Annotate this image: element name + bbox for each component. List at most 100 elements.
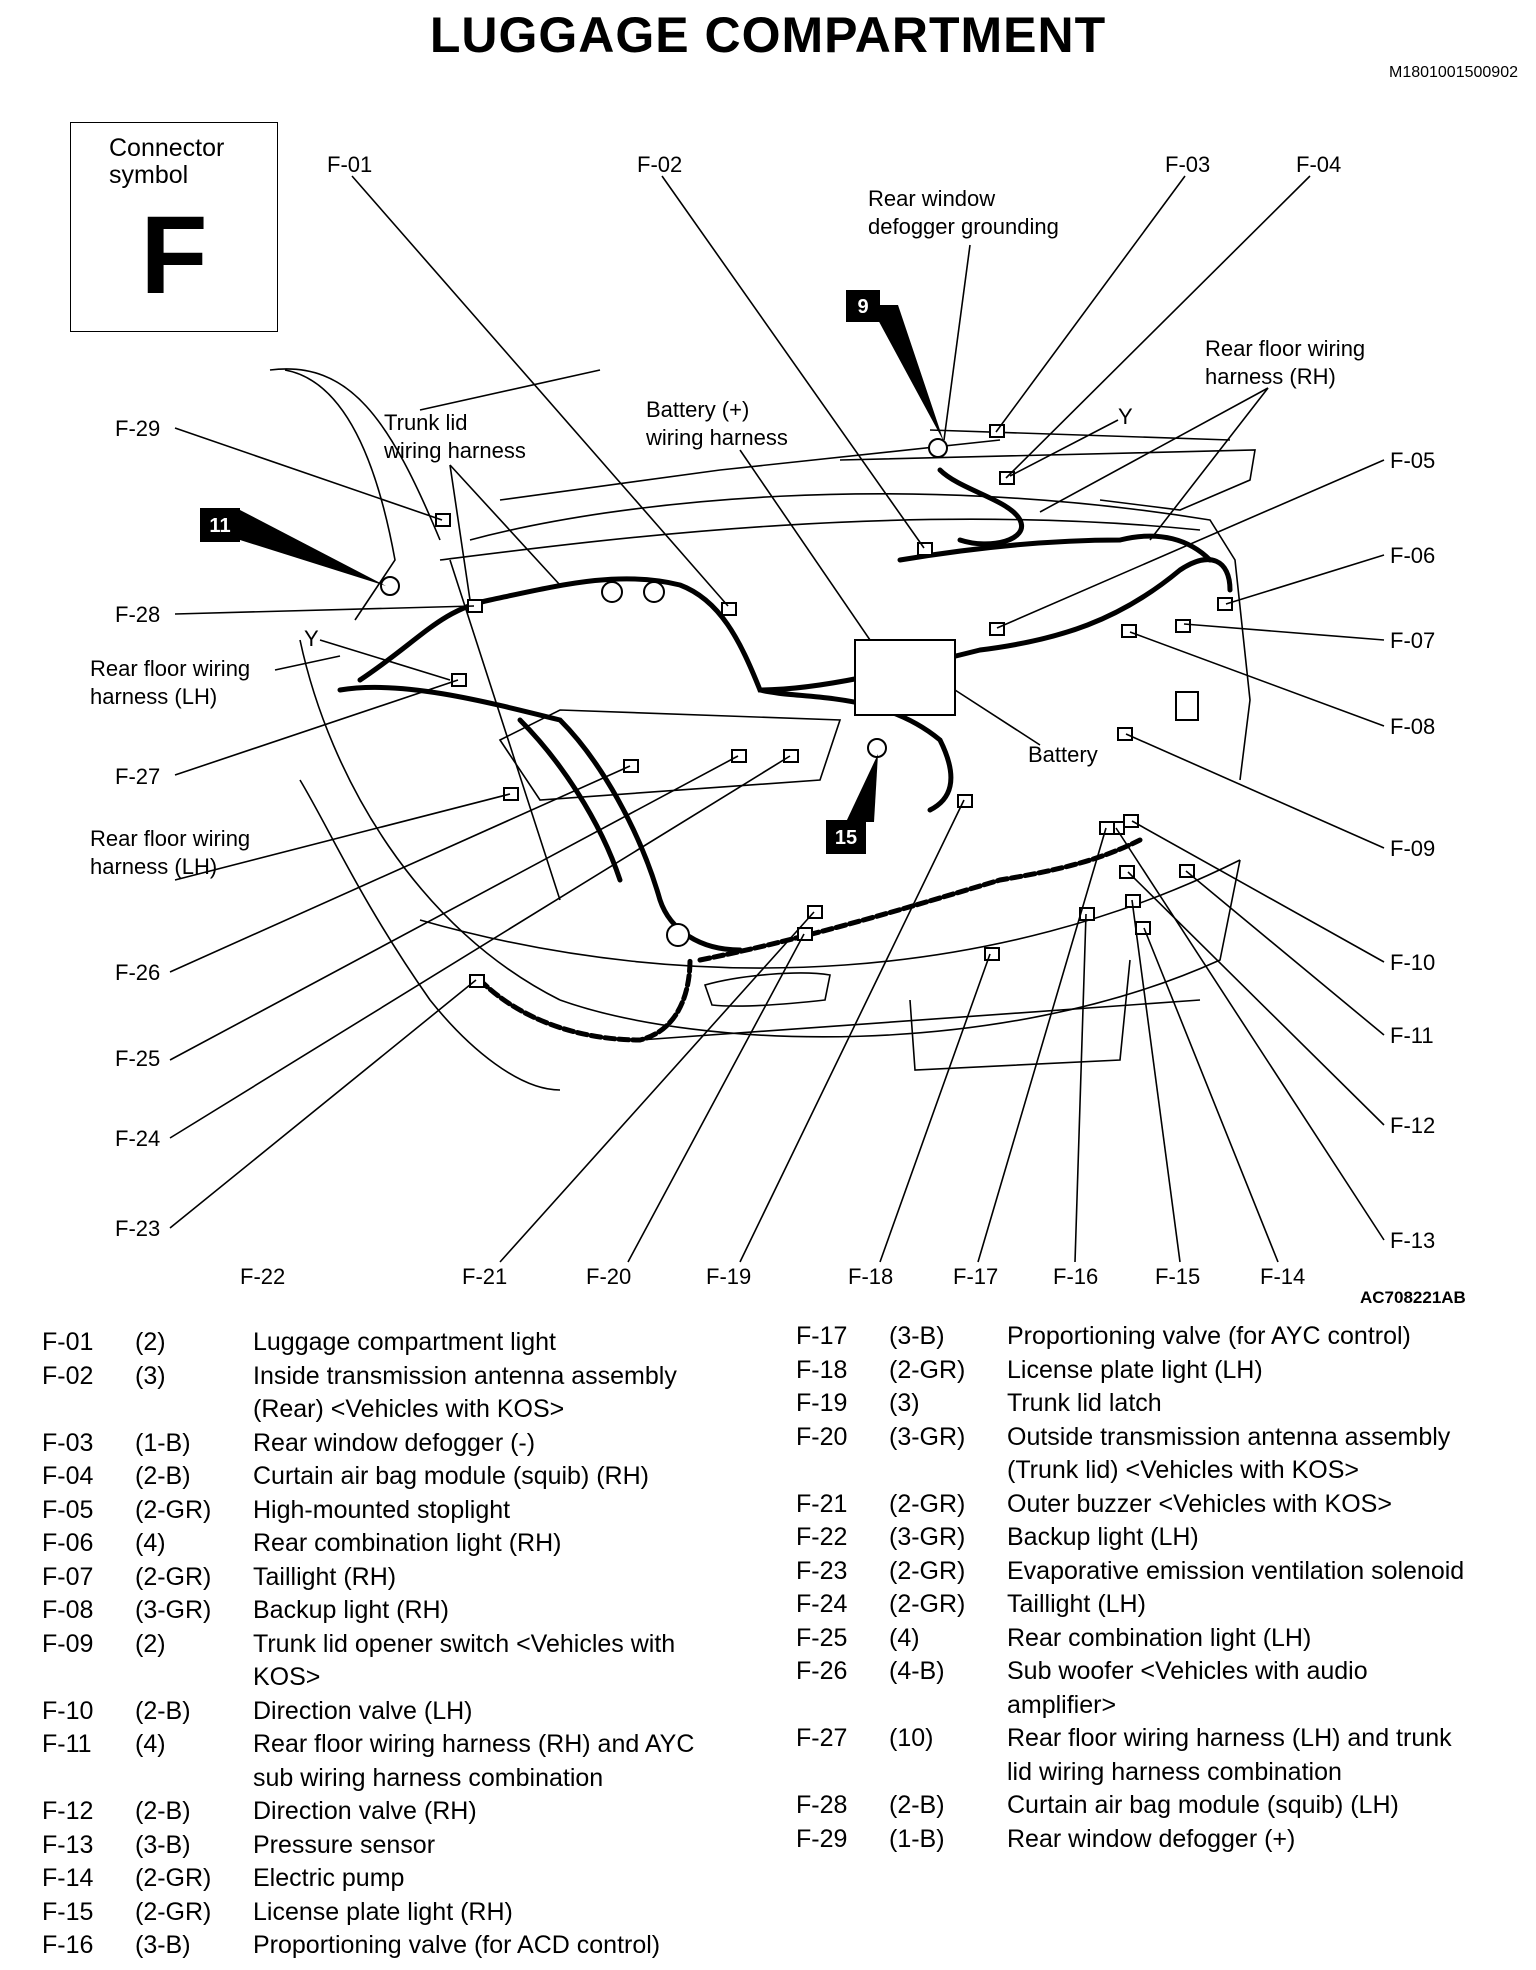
legend-row: F-17(3-B)Proportioning valve (for AYC co… (796, 1320, 1496, 1354)
label-f21: F-21 (462, 1264, 507, 1289)
connector-f25 (623, 759, 639, 773)
leader-f16 (1074, 913, 1087, 1263)
legend-code: F-15 (42, 1897, 94, 1926)
connector-symbol-box: Connector symbol F (70, 122, 278, 332)
legend-row: F-11(4)Rear floor wiring harness (RH) an… (42, 1728, 742, 1795)
label-f03: F-03 (1165, 152, 1210, 177)
wiring-diagram: 9 11 15 F-01 F-02 F-03 F-04 F-05 F-06 F-… (90, 152, 1435, 1289)
label-f09: F-09 (1390, 836, 1435, 861)
legend-spec: (3-B) (889, 1322, 945, 1350)
legend-spec: (4) (889, 1623, 920, 1652)
leader-defogger-ground (943, 244, 971, 441)
connector-f06 (1217, 597, 1233, 611)
label-f25: F-25 (115, 1046, 160, 1071)
legend-code: F-20 (796, 1422, 848, 1451)
leader-f08 (1129, 631, 1385, 727)
legend-desc: Luggage compartment light (253, 1328, 556, 1356)
legend-spec: (2-GR) (135, 1562, 212, 1591)
legend-spec: (2) (135, 1328, 166, 1356)
label-f12: F-12 (1390, 1113, 1435, 1138)
trunk-lid-opener (1175, 691, 1199, 721)
badge-11-pointer (240, 510, 386, 586)
legend-desc: License plate light (LH) (1007, 1355, 1263, 1384)
legend-row: F-10(2-B)Direction valve (LH) (42, 1695, 742, 1729)
legend-row: F-04(2-B)Curtain air bag module (squib) … (42, 1460, 742, 1494)
label-rear-floor-lh-b-1: Rear floor wiring (90, 826, 250, 851)
legend-desc: Direction valve (RH) (253, 1797, 477, 1825)
legend-desc: Taillight (RH) (253, 1562, 397, 1591)
body-outline-trunk-lid (469, 493, 1251, 781)
legend-code: F-07 (42, 1562, 94, 1591)
legend-desc: Rear combination light (LH) (1007, 1623, 1312, 1652)
leader-f21 (499, 911, 815, 1263)
legend-row: F-19(3)Trunk lid latch (796, 1387, 1496, 1421)
badge-9-box (846, 290, 880, 322)
legend-row: F-24(2-GR)Taillight (LH) (796, 1588, 1496, 1622)
leader-f26 (170, 794, 510, 970)
grommet-left (601, 581, 623, 603)
legend-row: F-13(3-B)Pressure sensor (42, 1829, 742, 1863)
legend-spec: (4) (135, 1730, 166, 1758)
badge-15-box (826, 820, 866, 854)
badge-9-pointer (870, 305, 944, 442)
legend-code: F-28 (796, 1791, 848, 1819)
legend-code: F-08 (42, 1596, 94, 1624)
legend-code: F-17 (796, 1322, 848, 1350)
connector-f24 (731, 749, 747, 763)
leader-f05 (996, 459, 1385, 629)
leader-f22 (169, 979, 477, 1229)
legend-spec: (2) (135, 1629, 166, 1658)
body-outline-spoiler-upper (929, 429, 1231, 441)
connector-f29 (435, 513, 451, 527)
leader-f03 (995, 175, 1186, 433)
body-outline-trunk-left (449, 559, 561, 901)
label-trunk-lid-harness-1: Trunk lid (384, 410, 468, 435)
ground-point-11 (380, 576, 400, 596)
connector-f23 (783, 749, 799, 763)
legend-row: F-27(10)Rear floor wiring harness (LH) a… (796, 1722, 1496, 1789)
legend-spec: (2-GR) (889, 1489, 966, 1518)
legend-row: F-09(2)Trunk lid opener switch <Vehicles… (42, 1628, 742, 1695)
harness-rear-floor-rh (897, 533, 1213, 563)
harness-lower-left (517, 717, 623, 883)
connector-symbol-caption: Connector symbol (109, 135, 224, 189)
legend-spec: (2-GR) (135, 1495, 212, 1524)
legend-spec: (3-B) (135, 1830, 191, 1859)
legend-spec: (2-GR) (889, 1556, 966, 1585)
leader-f23 (169, 755, 791, 1139)
body-outline-left-flank (299, 639, 561, 1001)
connectors (380, 424, 1233, 988)
connector-f20 (797, 927, 813, 941)
connector-symbol-letter: F (140, 194, 208, 317)
label-f13: F-13 (1390, 1228, 1435, 1253)
body-outline-bumper-top (419, 859, 1241, 969)
label-f08: F-08 (1390, 714, 1435, 739)
legend-desc: License plate light (RH) (253, 1897, 513, 1926)
label-f24: F-24 (115, 1126, 160, 1151)
legend-spec: (4-B) (889, 1657, 945, 1685)
legend-spec: (3-GR) (135, 1596, 212, 1624)
legend-desc: Curtain air bag module (squib) (RH) (253, 1462, 649, 1490)
badge-15-number: 15 (835, 827, 857, 849)
legend-row: F-14(2-GR)Electric pump (42, 1862, 742, 1896)
label-f29: F-29 (115, 416, 160, 441)
leader-y-left (319, 639, 451, 681)
body-outline-c-pillar (284, 369, 396, 621)
label-f23: F-23 (115, 1216, 160, 1241)
harness-battery (757, 687, 954, 813)
leader-f12 (1127, 871, 1385, 1126)
legend-spec: (3-GR) (889, 1523, 966, 1551)
connector-f14 (1135, 921, 1151, 935)
harness-license (697, 837, 1143, 963)
legend-desc: Curtain air bag module (squib) (LH) (1007, 1791, 1399, 1819)
leader-rear-floor-rh-b (1149, 387, 1269, 541)
legend-code: F-23 (796, 1556, 848, 1585)
page-title: LUGGAGE COMPARTMENT (429, 7, 1107, 63)
battery-body (854, 639, 956, 716)
legend-code: F-11 (42, 1730, 92, 1758)
sub-woofer (666, 923, 690, 947)
ground-point-9 (928, 438, 948, 458)
legend-desc: Outer buzzer <Vehicles with KOS> (1007, 1489, 1392, 1518)
label-f02: F-02 (637, 152, 682, 177)
